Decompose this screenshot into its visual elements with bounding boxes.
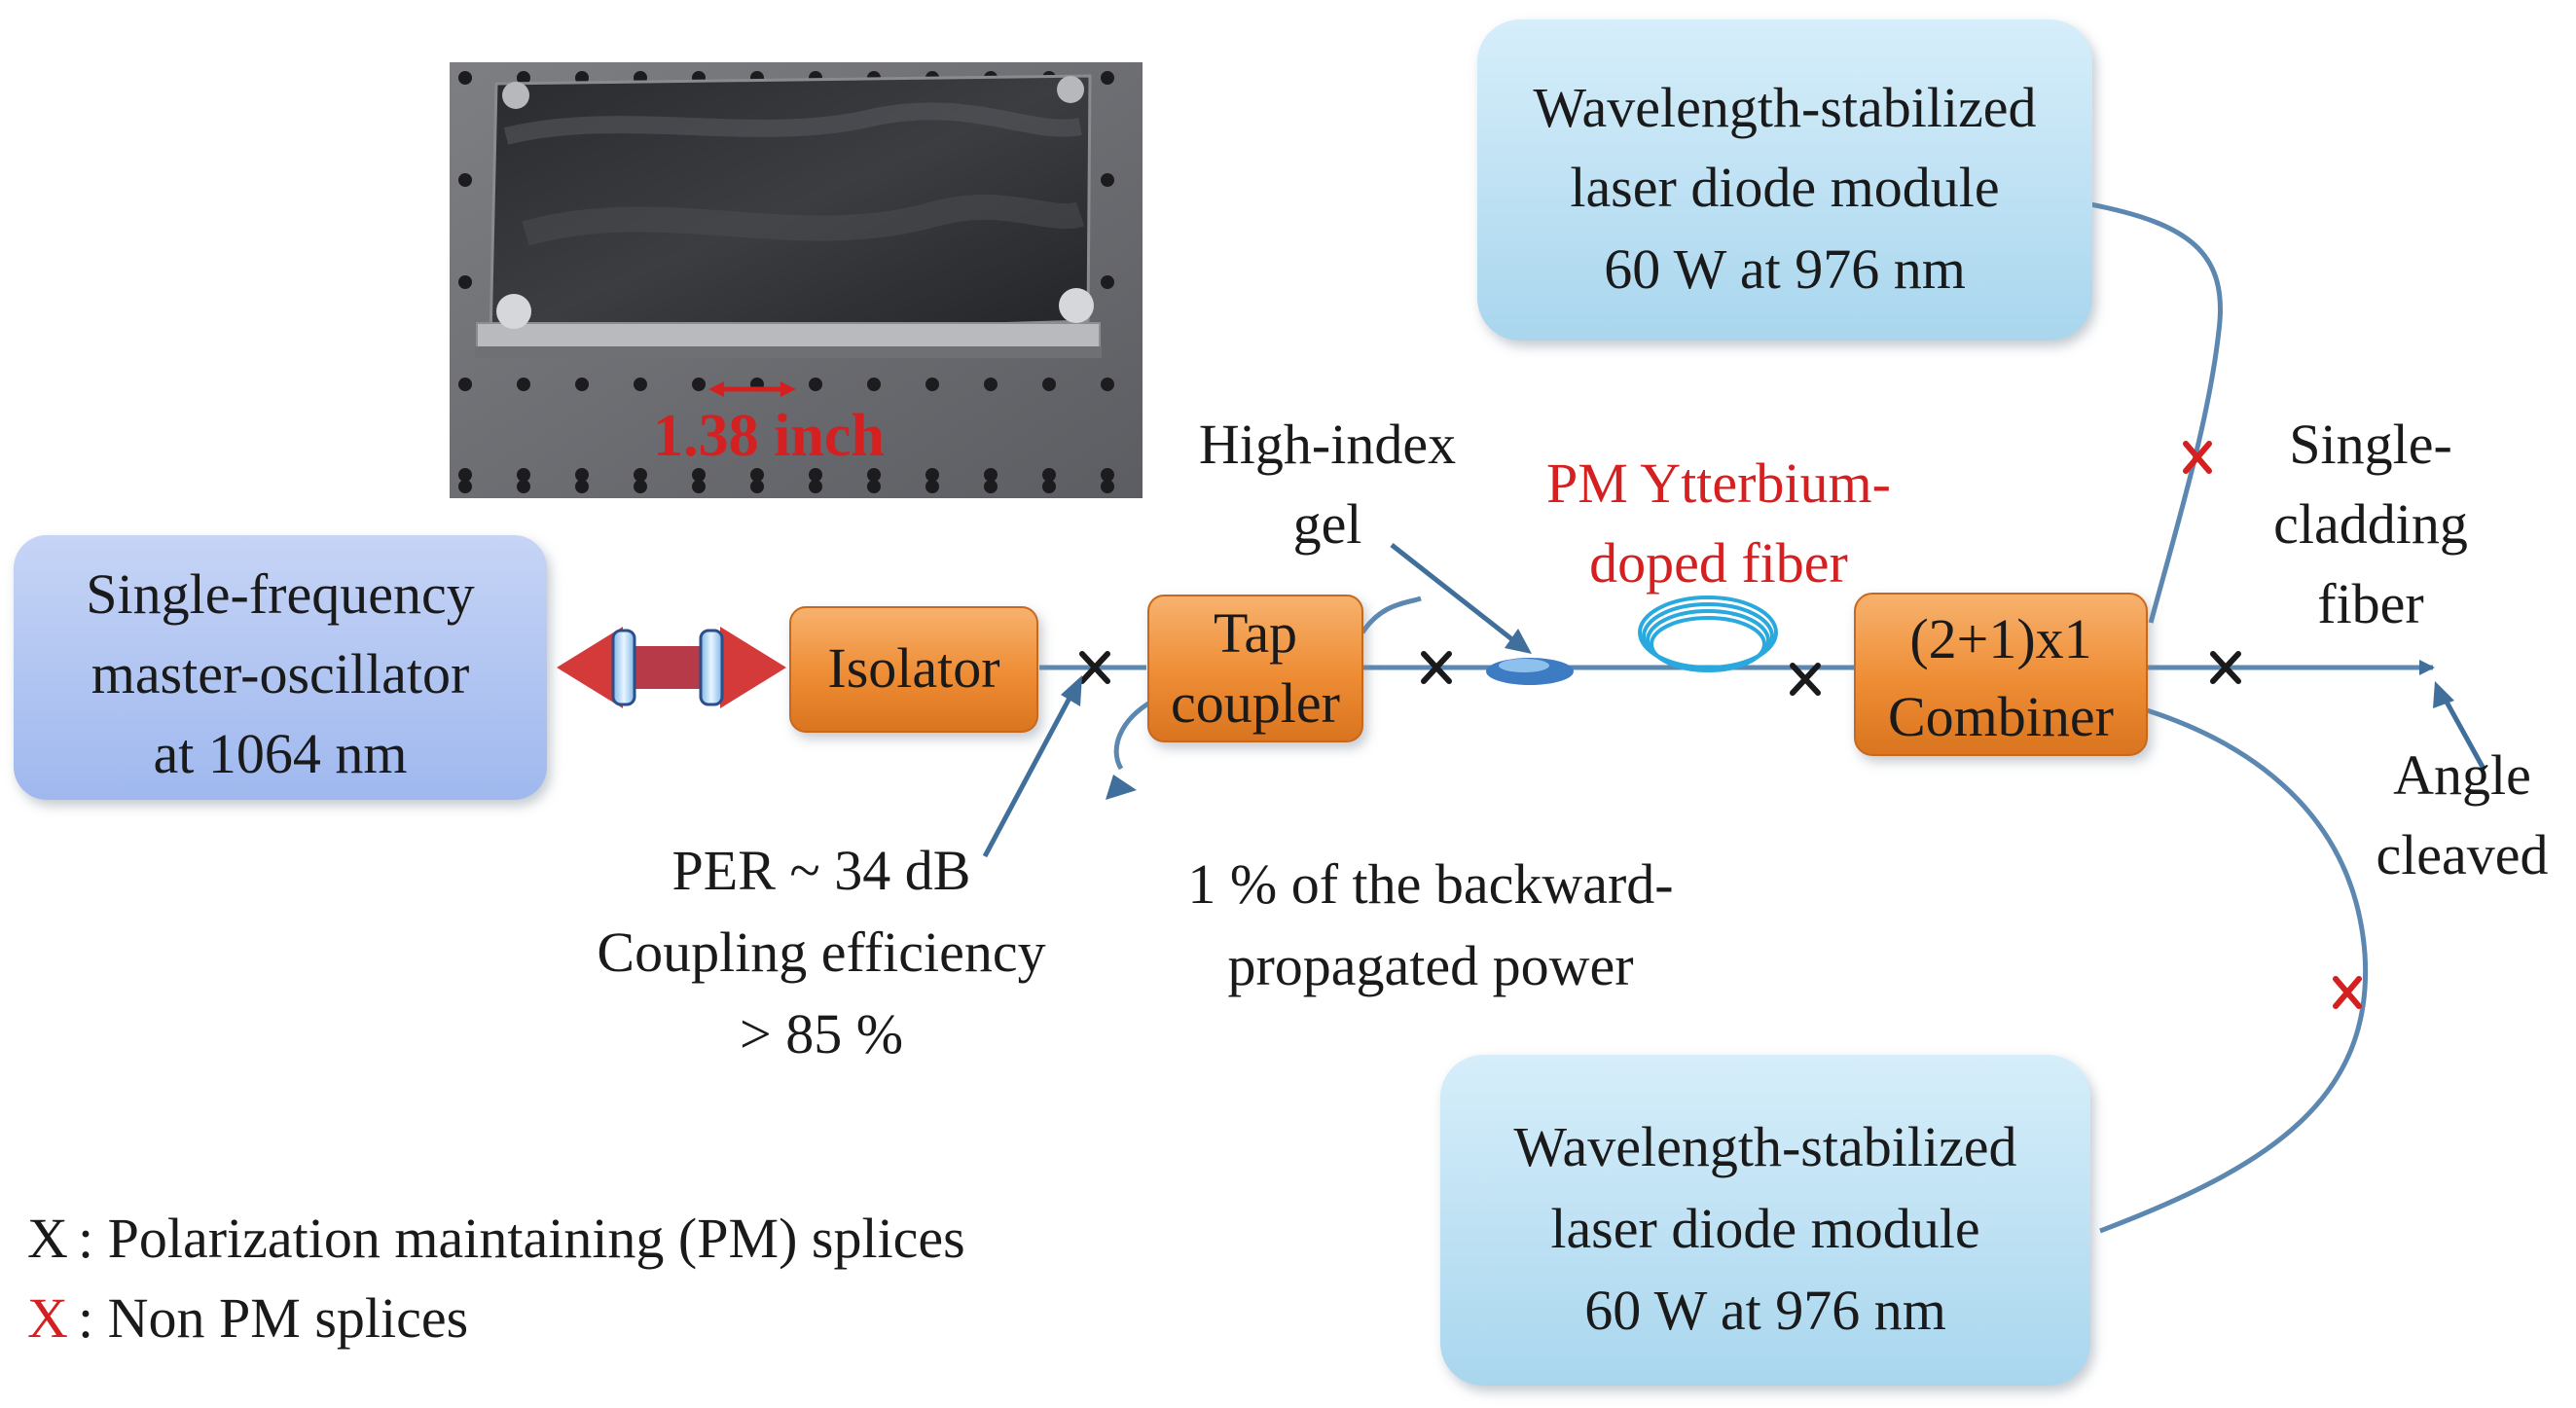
single-cladding-fiber-label: Single- cladding fiber: [2273, 413, 2468, 635]
breadboard-hole: [692, 468, 706, 482]
breadboard-hole: [1101, 173, 1114, 187]
legend-pm-symbol: X: [27, 1207, 68, 1270]
breadboard-hole: [692, 378, 706, 391]
high-index-gel-line-1: High-index: [1199, 413, 1456, 476]
arrow-heads: [1061, 629, 2454, 800]
scale-label: 1.38 inch: [653, 403, 885, 469]
single-cladding-line-1: Single-: [2289, 413, 2452, 476]
breadboard-hole: [867, 480, 881, 493]
breadboard-hole: [458, 275, 472, 289]
breadboard-hole: [1101, 378, 1114, 391]
angle-cleaved-line-1: Angle: [2393, 743, 2531, 807]
pm-ytterbium-line-2: doped fiber: [1589, 531, 1848, 595]
breadboard-hole: [1101, 468, 1114, 482]
master-oscillator-box: Single-frequency master-oscillator at 10…: [14, 535, 547, 800]
setup-photo: 1.38 inch: [450, 62, 1143, 498]
backward-power-label: 1 % of the backward- propagated power: [1187, 852, 1673, 997]
breadboard-hole: [458, 468, 472, 482]
breadboard-hole: [984, 468, 998, 482]
legend-nonpm-symbol: X: [27, 1286, 68, 1350]
breadboard-hole: [634, 378, 647, 391]
breadboard-hole: [925, 378, 939, 391]
per-coupling-label: PER ~ 34 dB Coupling efficiency > 85 %: [597, 839, 1045, 1065]
master-oscillator-line-2: master-oscillator: [91, 642, 470, 705]
breadboard-hole: [750, 468, 764, 482]
isolator-box: Isolator: [789, 606, 1038, 733]
pm-ytterbium-fiber-label: PM Ytterbium- doped fiber: [1546, 451, 1891, 595]
breadboard-hole: [575, 378, 589, 391]
master-oscillator-line-3: at 1064 nm: [154, 722, 408, 785]
pump-bottom-line-1: Wavelength-stabilized: [1513, 1115, 2016, 1178]
pump-bottom-line-3: 60 W at 976 nm: [1584, 1279, 1946, 1342]
annotation-arrows: [982, 543, 2486, 858]
pump-top-line-2: laser diode module: [1570, 156, 1999, 219]
high-index-gel-line-2: gel: [1293, 492, 1362, 556]
breadboard-hole: [809, 468, 822, 482]
breadboard-hole: [1042, 378, 1056, 391]
single-cladding-line-2: cladding: [2273, 492, 2468, 556]
breadboard-hole: [458, 480, 472, 493]
breadboard-hole: [750, 480, 764, 493]
combiner-line-2: Combiner: [1888, 685, 2114, 748]
backward-power-line-1: 1 % of the backward-: [1187, 852, 1673, 916]
breadboard-hole: [458, 71, 472, 85]
per-line: PER ~ 34 dB: [672, 839, 971, 902]
breadboard-hole: [867, 468, 881, 482]
breadboard-hole: [1042, 468, 1056, 482]
breadboard-hole: [984, 378, 998, 391]
breadboard-hole: [575, 468, 589, 482]
pump-diode-top-box: Wavelength-stabilized laser diode module…: [1477, 19, 2092, 341]
pump-top-line-1: Wavelength-stabilized: [1533, 76, 2036, 139]
pm-splice-marks: [1079, 651, 2241, 696]
breadboard-hole: [517, 480, 530, 493]
breadboard-hole: [634, 480, 647, 493]
master-oscillator-line-1: Single-frequency: [86, 562, 474, 626]
tap-coupler-box: Tap coupler: [1147, 595, 1363, 742]
breadboard-hole: [1042, 480, 1056, 493]
breadboard-hole: [809, 480, 822, 493]
fiber-coil: [1638, 596, 1778, 672]
legend: X : Polarization maintaining (PM) splice…: [27, 1207, 965, 1350]
breadboard-hole: [1101, 480, 1114, 493]
breadboard-hole: [984, 480, 998, 493]
pump-diode-bottom-box: Wavelength-stabilized laser diode module…: [1440, 1055, 2090, 1386]
combiner-box: (2+1)x1 Combiner: [1854, 593, 2148, 756]
tap-coupler-line-2: coupler: [1171, 671, 1340, 735]
breadboard-hole: [575, 480, 589, 493]
breadboard-hole: [458, 378, 472, 391]
high-index-gel-splice: [1486, 658, 1574, 685]
breadboard-hole: [634, 468, 647, 482]
breadboard-hole: [692, 480, 706, 493]
coupling-value-line: > 85 %: [740, 1002, 903, 1065]
breadboard-hole: [925, 480, 939, 493]
pump-top-line-3: 60 W at 976 nm: [1604, 237, 1966, 301]
single-cladding-line-3: fiber: [2317, 572, 2424, 635]
breadboard-hole: [867, 378, 881, 391]
legend-nonpm-text: : Non PM splices: [78, 1286, 468, 1350]
collimator-lenses: [557, 627, 786, 708]
pm-ytterbium-line-1: PM Ytterbium-: [1546, 451, 1891, 515]
angle-cleaved-label: Angle cleaved: [2376, 743, 2548, 886]
breadboard-hole: [925, 468, 939, 482]
breadboard-hole: [458, 173, 472, 187]
breadboard-hole: [517, 71, 530, 85]
breadboard-hole: [517, 468, 530, 482]
breadboard-hole: [809, 378, 822, 391]
legend-pm-text: : Polarization maintaining (PM) splices: [78, 1207, 965, 1270]
breadboard-hole: [1101, 275, 1114, 289]
coupling-efficiency-line: Coupling efficiency: [597, 921, 1045, 984]
breadboard-hole: [517, 378, 530, 391]
breadboard-hole: [1101, 71, 1114, 85]
pump-bottom-line-2: laser diode module: [1550, 1197, 1979, 1260]
backward-power-line-2: propagated power: [1227, 934, 1633, 997]
non-pm-splice-marks: [2183, 441, 2362, 1009]
combiner-line-1: (2+1)x1: [1909, 607, 2091, 670]
isolator-label: Isolator: [827, 636, 999, 700]
tap-coupler-line-1: Tap: [1214, 601, 1297, 665]
angle-cleaved-line-2: cleaved: [2376, 823, 2548, 886]
high-index-gel-label: High-index gel: [1199, 413, 1456, 556]
